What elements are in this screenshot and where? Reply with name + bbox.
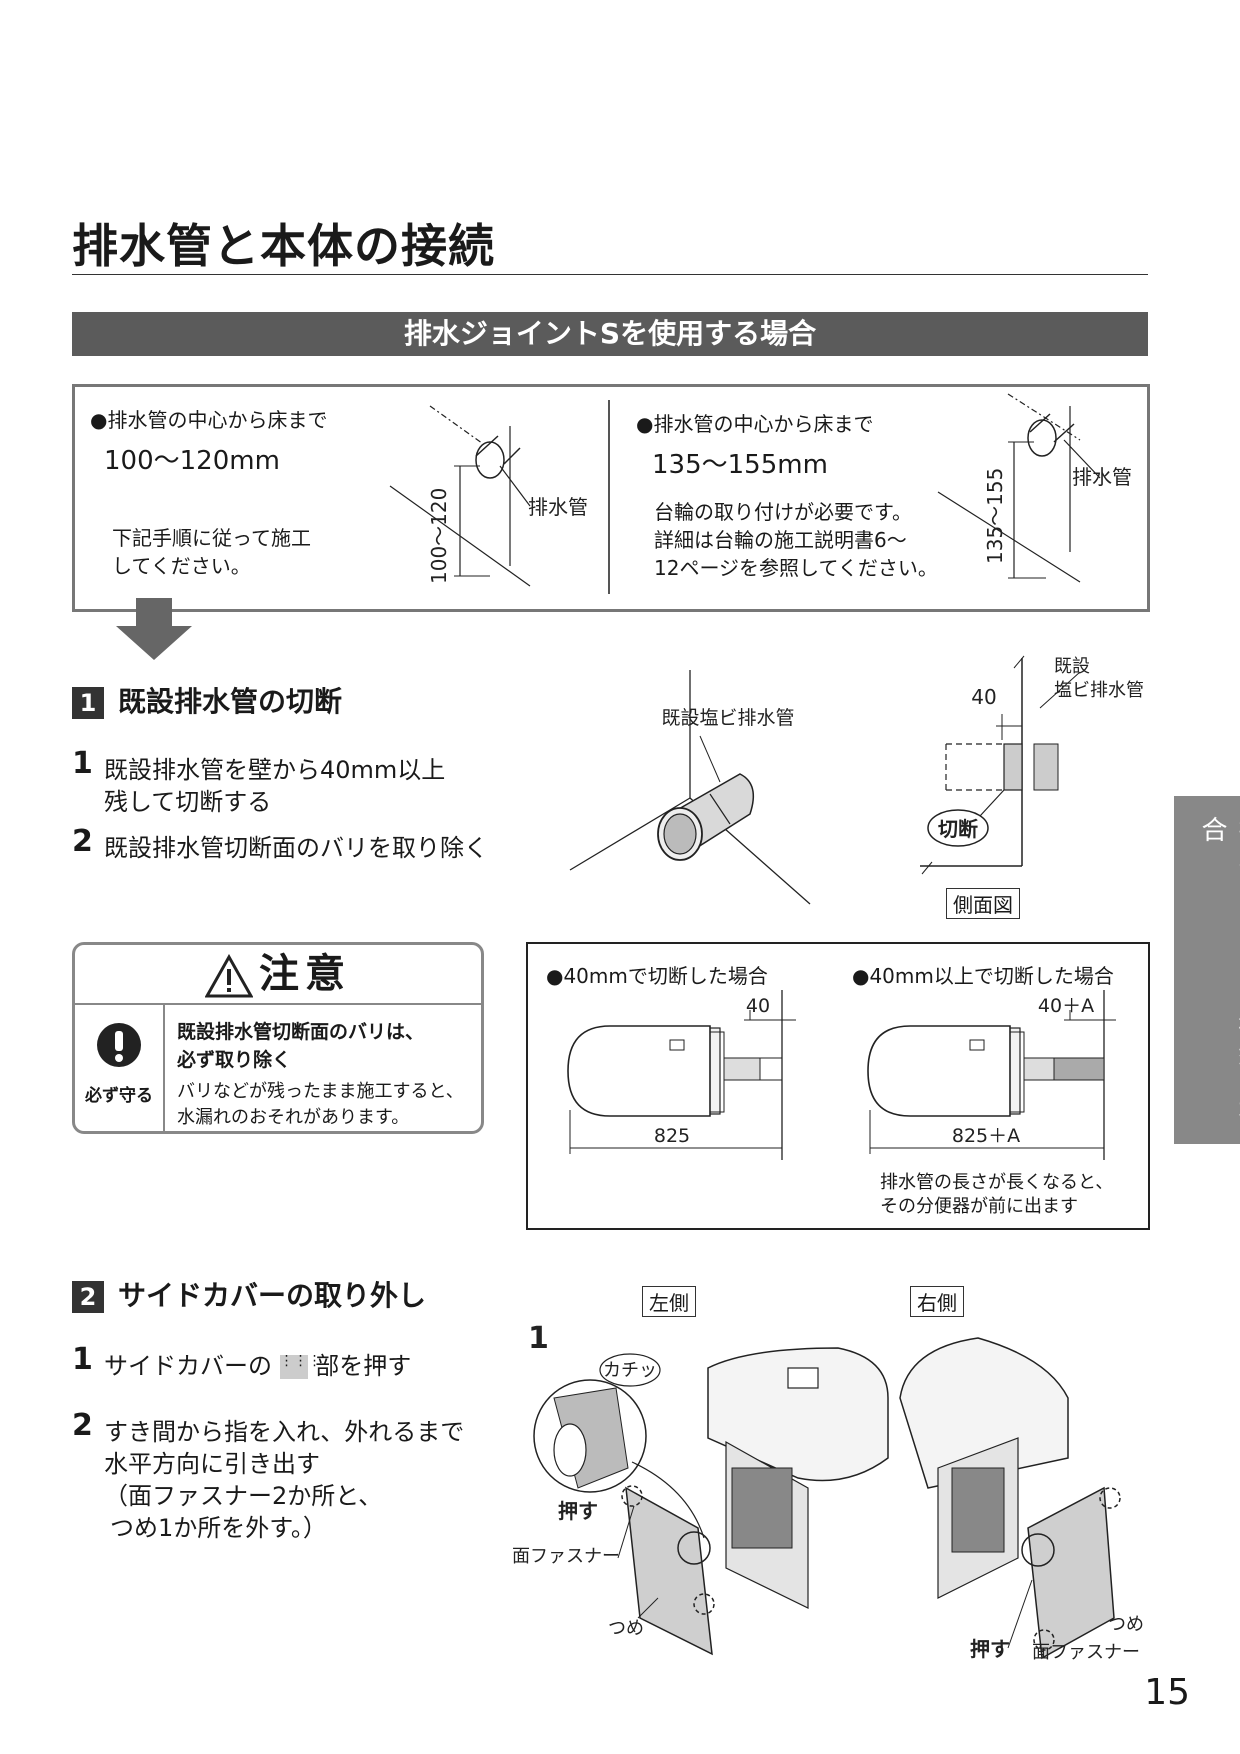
- s1-step1-line1: 既設排水管を壁から40mm以上: [104, 756, 446, 784]
- left-pipe-label: 排水管: [528, 495, 588, 519]
- section1-title: 既設排水管の切断: [118, 685, 343, 718]
- cut-label: 切断: [938, 817, 978, 841]
- page-number: 15: [1144, 1672, 1190, 1713]
- s2-step1-text: サイドカバーの ⋮⋮⋮ 部を押す: [104, 1346, 411, 1381]
- cut-case-left-diagram: 40 825: [567, 990, 796, 1160]
- caution-title: 注意: [259, 951, 351, 997]
- section2-heading: 2 サイドカバーの取り外し: [72, 1274, 426, 1314]
- existing-pipe-figure: 既設塩ビ排水管: [569, 670, 811, 905]
- right-cond-note3: 12ページを参照してください。: [654, 556, 938, 580]
- side-view-label: 側面図: [946, 888, 1020, 919]
- right-dim-top: 40＋A: [1038, 995, 1094, 1017]
- down-arrow-icon: [116, 598, 192, 660]
- section1-heading: 1 既設排水管の切断: [72, 680, 342, 720]
- conditions-divider: [608, 400, 610, 594]
- s2-step1-number: 1: [72, 1342, 93, 1377]
- side-tab-label: 排水ジョイント接続の場合: [1197, 816, 1240, 1124]
- right-pipe-label: 排水管: [1072, 465, 1132, 489]
- caution-bold1: 既設排水管切断面のバリは、: [177, 1021, 425, 1043]
- push-label: 押す: [558, 1499, 598, 1523]
- left-cond-note2: してください。: [112, 554, 251, 578]
- side-dim-40: 40: [971, 685, 996, 709]
- left-cond-range: 100〜120mm: [104, 446, 280, 476]
- dotted-press-area-icon: ⋮⋮⋮: [279, 1354, 322, 1379]
- existing-label-1: 既設: [1054, 656, 1090, 677]
- push-label-right: 押す: [970, 1637, 1010, 1661]
- conditions-box: [72, 384, 1150, 612]
- right-cond-range: 135〜155mm: [652, 450, 828, 480]
- side-cover-figure: 1 カチッ 押す 面ファスナー つめ 押す 面ファスナー つめ: [512, 1321, 1144, 1663]
- caution-text1: バリなどが残ったまま施工すると、: [177, 1081, 464, 1102]
- caution-header: 注意: [75, 945, 481, 1005]
- s2-step1-text-a: サイドカバーの: [104, 1352, 272, 1380]
- left-side-label: 左側: [642, 1286, 696, 1317]
- s2-step1-text-b: 部を押す: [315, 1352, 412, 1380]
- section2-number: 2: [72, 1281, 104, 1313]
- s1-step1-line2: 残して切断する: [104, 788, 272, 816]
- s2-step2-line4: つめ1か所を外す。）: [110, 1514, 327, 1542]
- caution-box: 注意 必ず守る 既設排水管切断面のバリは、 必ず取り除く バリなどが残ったまま施…: [72, 942, 484, 1134]
- click-label: カチッ: [603, 1360, 657, 1381]
- side-view-figure: 40 既設 塩ビ排水管 切断: [920, 655, 1144, 875]
- exclamation-icon: [97, 1023, 141, 1067]
- page-title: 排水管と本体の接続: [72, 219, 495, 273]
- side-tab: 排水ジョイント接続の場合: [1174, 796, 1240, 1144]
- left-dim-top: 40: [746, 995, 770, 1017]
- right-dim-label: 135〜155: [983, 468, 1007, 564]
- callout-number: 1: [528, 1321, 549, 1356]
- s2-step2-line3: （面ファスナー2か所と、: [104, 1482, 383, 1510]
- right-cond-note1: 台輪の取り付けが必要です。: [654, 500, 912, 524]
- s2-step2-line1: すき間から指を入れ、外れるまで: [104, 1418, 465, 1446]
- claw-label-right: つめ: [1108, 1614, 1144, 1635]
- cut-case-note1: 排水管の長さが長くなると、: [880, 1172, 1114, 1193]
- existing-pipe-label: 既設塩ビ排水管: [661, 707, 794, 729]
- section2-title: サイドカバーの取り外し: [118, 1279, 427, 1312]
- section1-number: 1: [72, 687, 104, 719]
- mandatory-label: 必ず守る: [85, 1086, 153, 1106]
- cut-cases-box: [526, 942, 1150, 1230]
- s2-step2-number: 2: [72, 1408, 93, 1443]
- s1-step2-line1: 既設排水管切断面のバリを取り除く: [104, 834, 488, 862]
- fastener-label-right: 面ファスナー: [1032, 1642, 1140, 1663]
- caution-mandatory-panel: 必ず守る: [75, 1005, 165, 1131]
- left-dim-bottom: 825: [654, 1125, 690, 1147]
- cut-case-note2: その分便器が前に出ます: [880, 1196, 1078, 1217]
- s1-step2-number: 2: [72, 824, 93, 859]
- left-pipe-diagram: 100〜120 排水管: [389, 405, 588, 587]
- cut-case-right-title: ●40mm以上で切断した場合: [852, 964, 1114, 988]
- fastener-label-left: 面ファスナー: [512, 1546, 620, 1567]
- right-cond-heading: ●排水管の中心から床まで: [636, 412, 874, 436]
- caution-text2: 水漏れのおそれがあります。: [177, 1107, 410, 1128]
- right-dim-bottom: 825＋A: [952, 1125, 1020, 1147]
- title-rule: [72, 274, 1148, 275]
- left-dim-label: 100〜120: [427, 488, 451, 584]
- right-cond-note2: 詳細は台輪の施工説明書6〜: [654, 528, 907, 552]
- right-side-label: 右側: [910, 1286, 964, 1317]
- claw-label-left: つめ: [608, 1618, 644, 1639]
- cut-case-right-diagram: 40＋A 825＋A: [867, 990, 1116, 1160]
- left-cond-heading: ●排水管の中心から床まで: [90, 408, 328, 432]
- existing-label-2: 塩ビ排水管: [1054, 680, 1144, 701]
- s1-step1-number: 1: [72, 746, 93, 781]
- left-cond-note1: 下記手順に従って施工: [112, 526, 311, 550]
- right-pipe-diagram: 135〜155 排水管: [937, 393, 1132, 583]
- s2-step2-line2: 水平方向に引き出す: [104, 1450, 320, 1478]
- section-banner: 排水ジョイントSを使用する場合: [72, 312, 1148, 356]
- caution-bold2: 必ず取り除く: [177, 1049, 292, 1071]
- warning-triangle-icon: [204, 953, 254, 998]
- cut-case-left-title: ●40mmで切断した場合: [546, 964, 768, 988]
